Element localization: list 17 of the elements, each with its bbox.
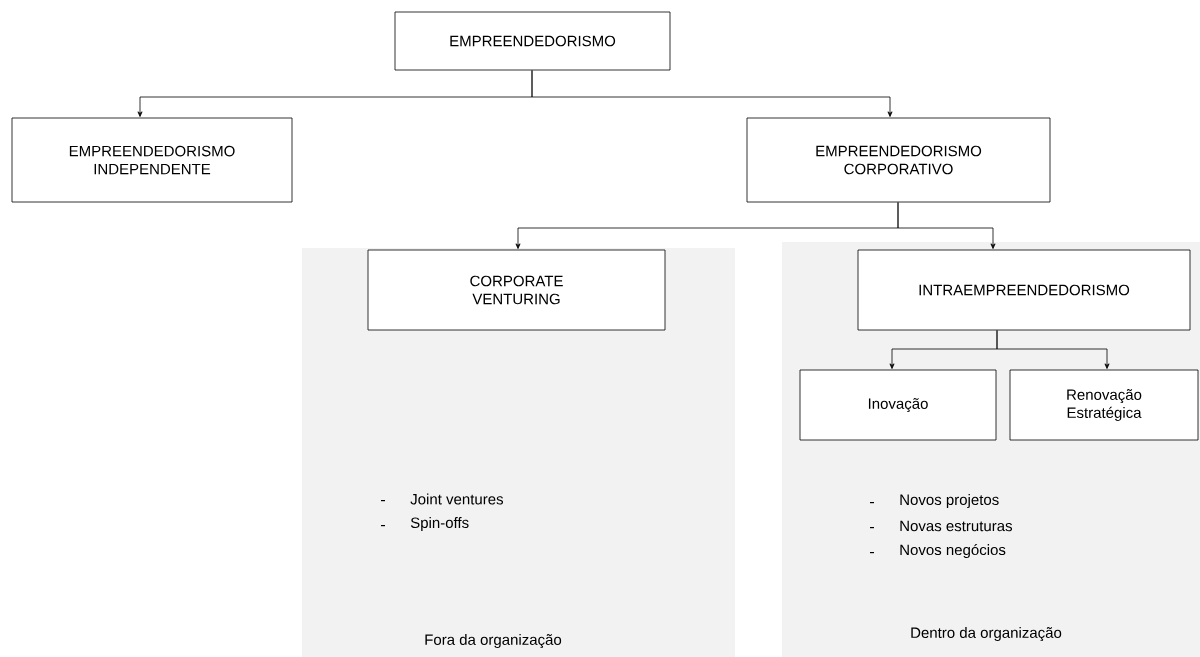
text-box: EMPREENDEDORISMO INDEPENDENTE [11,117,293,203]
text-box: INTRAEMPREENDEDORISMO [857,249,1191,331]
arrow [996,330,1110,369]
text-box: EMPREENDEDORISMO [394,11,671,71]
arrow [531,70,893,117]
arrow [897,202,996,249]
list-item: Novos negócios [870,543,1006,559]
text-box: Inovação [799,369,997,441]
list-item: Novas estruturas [870,520,1012,532]
text-box: Renovação Estratégica [1009,369,1199,441]
list-item: Joint ventures [381,493,503,505]
list-item: Spin-offs [381,517,469,531]
panel-caption: Fora da organização [425,634,562,649]
panel-caption: Dentro da organização [911,627,1062,642]
text-box: CORPORATE VENTURING [367,249,666,331]
text-box: EMPREENDEDORISMO CORPORATIVO [746,117,1051,203]
list-item: Novos projetos [870,494,999,508]
